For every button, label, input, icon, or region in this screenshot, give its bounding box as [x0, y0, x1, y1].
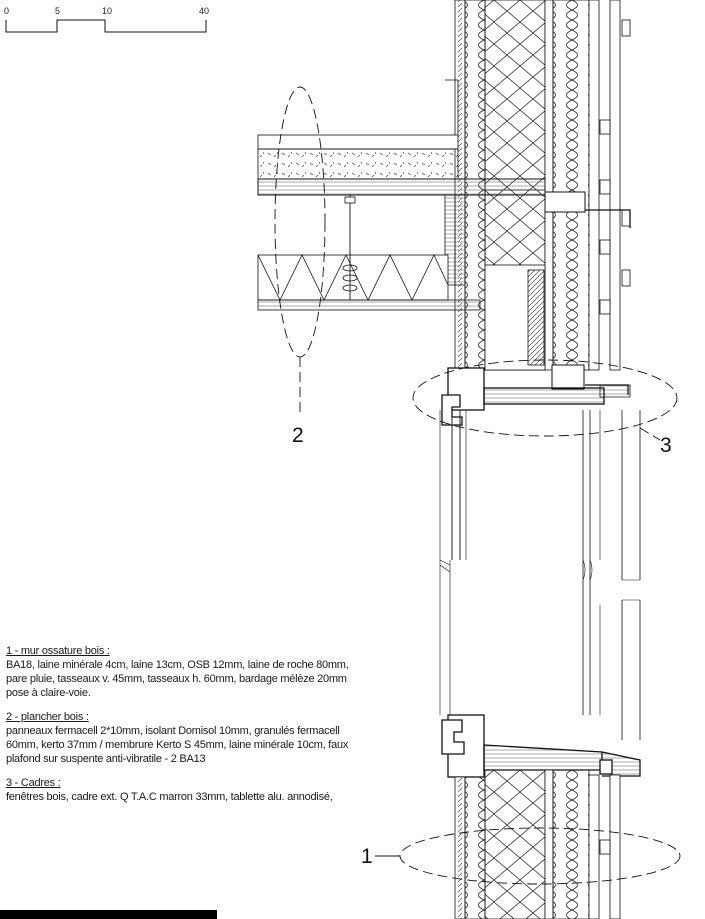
legend: 1 - mur ossature bois : BA18, laine miné…: [6, 644, 351, 814]
scale-tick-5: 5: [55, 6, 60, 16]
callout-ellipse-3: [412, 359, 678, 437]
scale-bar: 0 5 10 40: [4, 6, 209, 33]
legend-title-wall: 1 - mur ossature bois :: [6, 645, 110, 657]
lower-window-frame: [441, 714, 641, 778]
upper-wall: [454, 0, 631, 398]
scale-tick-10: 10: [102, 6, 112, 16]
legend-item-wall: 1 - mur ossature bois : BA18, laine miné…: [6, 644, 351, 700]
scale-tick-0: 0: [4, 6, 9, 16]
legend-title-floor: 2 - plancher bois :: [6, 711, 89, 723]
callout-label-3: 3: [660, 434, 672, 457]
lower-wall: [454, 769, 621, 919]
legend-item-frames: 3 - Cadres : fenêtres bois, cadre ext. Q…: [6, 776, 351, 804]
legend-text-frames: fenêtres bois, cadre ext. Q T.A.C marron…: [6, 791, 333, 803]
upper-window-frame: [441, 367, 605, 560]
callout-ellipse-2: [274, 86, 326, 358]
legend-item-floor: 2 - plancher bois : panneaux fermacell 2…: [6, 710, 351, 766]
legend-text-floor: panneaux fermacell 2*10mm, isolant Domis…: [6, 725, 349, 765]
legend-title-frames: 3 - Cadres :: [6, 777, 61, 789]
callout-label-1: 1: [361, 845, 373, 868]
floor-slab: [257, 79, 546, 311]
callout-markers: [274, 86, 681, 885]
legend-text-wall: BA18, laine minérale 4cm, laine 13cm, OS…: [6, 659, 349, 699]
callout-label-2: 2: [292, 424, 304, 447]
redaction-bar: [0, 910, 217, 919]
scale-tick-40: 40: [199, 6, 209, 16]
glazing: [439, 410, 641, 740]
